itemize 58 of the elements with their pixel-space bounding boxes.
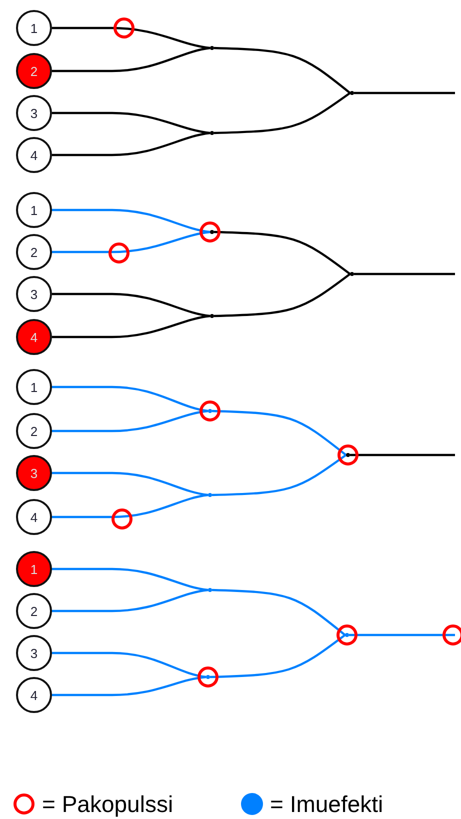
cylinder-circle: 1 [16, 10, 52, 46]
cylinder-circle: 3 [16, 635, 52, 671]
pipe-line [52, 26, 210, 50]
pipe-junction [210, 314, 214, 318]
pipe-junction [208, 409, 212, 413]
pipe-line [354, 272, 455, 276]
cylinder-circle: 2 [16, 593, 52, 629]
pipe-junction [208, 493, 212, 497]
pipe-junction [346, 453, 350, 457]
pipe-line [214, 46, 351, 94]
pipe-junction [210, 131, 214, 135]
pipe-line [52, 314, 210, 338]
pipe-line [52, 588, 208, 612]
cylinder-circle: 2 [16, 234, 52, 270]
pipe-line [52, 676, 206, 696]
pipe-line [214, 92, 351, 134]
pipe-junction [210, 230, 214, 234]
pipe-line [52, 386, 208, 412]
legend-label: = Imuefekti [270, 792, 384, 816]
pipe-line [52, 230, 210, 254]
pipe-junction [350, 91, 354, 95]
pipe-line [349, 634, 455, 636]
pipe-line [52, 568, 208, 592]
cylinder-circle: 4 [16, 499, 52, 535]
pipe-line [212, 454, 347, 496]
firing-cylinder-circle: 1 [16, 551, 52, 587]
firing-cylinder-circle: 3 [16, 455, 52, 491]
pipe-line [212, 588, 346, 636]
pipe-line [52, 46, 210, 72]
cylinder-circle: 2 [16, 413, 52, 449]
pipe-junction [208, 588, 212, 592]
cylinder-circle: 4 [16, 677, 52, 713]
pipe-line [52, 132, 210, 156]
pipe-line [354, 92, 455, 94]
legend-label: = Pakopulssi [42, 792, 174, 816]
pipe-line [212, 410, 347, 456]
pipe-line [52, 208, 210, 234]
firing-cylinder-circle: 4 [16, 319, 52, 355]
firing-cylinder-circle: 2 [16, 53, 52, 89]
pipe-line [214, 273, 351, 318]
pipe-line [210, 634, 346, 678]
pipe-line [52, 472, 208, 496]
pipe-line [52, 292, 210, 318]
cylinder-circle: 3 [16, 276, 52, 312]
pipe-junction [210, 46, 214, 50]
pipe-line [52, 494, 208, 518]
pipe-line [214, 230, 351, 275]
cylinder-circle: 1 [16, 192, 52, 228]
pipe-line [52, 410, 208, 432]
pipe-junction [350, 272, 354, 276]
pipe-junction [206, 675, 210, 679]
cylinder-circle: 4 [16, 137, 52, 173]
pipe-line [52, 652, 206, 678]
cylinder-circle: 1 [16, 369, 52, 405]
cylinder-circle: 3 [16, 95, 52, 131]
pipe-junction [345, 633, 349, 637]
pipe-line [350, 454, 455, 456]
pipe-line [52, 112, 210, 134]
